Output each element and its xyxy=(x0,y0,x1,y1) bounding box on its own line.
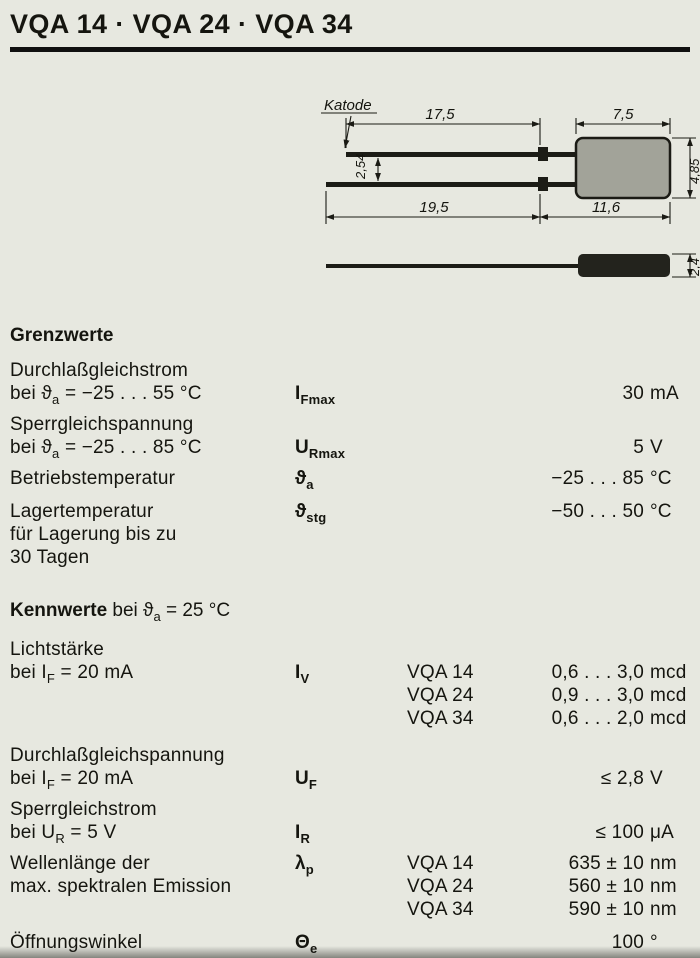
param-line: Durchlaßgleichstrom xyxy=(10,360,189,381)
symbol: ϑstg xyxy=(295,501,327,525)
symbol: IFmax xyxy=(295,383,336,407)
dim-2-4-label: 2,4 xyxy=(687,258,700,277)
param-condition: bei ϑa = −25 . . . 85 °C xyxy=(10,437,202,461)
dim-11-6-label: 11,6 xyxy=(592,199,621,216)
param-condition: bei ϑa = −25 . . . 55 °C xyxy=(10,383,202,407)
anode-lead-kink xyxy=(538,177,548,191)
table-row-sperrgleichspannung: Sperrgleichspannung bei ϑa = −25 . . . 8… xyxy=(10,413,690,461)
side-lead xyxy=(326,264,578,268)
param-condition: bei IF = 20 mA xyxy=(10,768,134,792)
grenzwerte-heading: Grenzwerte xyxy=(10,325,114,346)
param-name: Wellenlänge der max. spektralen Emission xyxy=(10,852,295,921)
table-row-durchlassgleichstrom: Durchlaßgleichstrom bei ϑa = −25 . . . 5… xyxy=(10,359,690,407)
dim-7-5-label: 7,5 xyxy=(613,106,635,123)
symbol: IV xyxy=(295,662,310,686)
title-rule xyxy=(10,47,690,52)
param-name: Lagertemperatur für Lagerung bis zu 30 T… xyxy=(10,500,295,569)
katode-label: Katode xyxy=(324,97,372,114)
param-condition: bei IF = 20 mA xyxy=(10,662,134,686)
led-body-front xyxy=(574,136,672,200)
value: −25 . . . 85°C xyxy=(551,468,672,489)
param-line: Lagertemperatur xyxy=(10,501,154,522)
kennwerte-heading: Kennwerte bei ϑa = 25 °C xyxy=(10,600,231,624)
front-view: Katode 17,5 7,5 2,54 xyxy=(321,97,700,224)
package-drawing: Katode 17,5 7,5 2,54 xyxy=(10,84,700,296)
cathode-lead xyxy=(346,152,540,157)
param-line: Sperrgleichstrom xyxy=(10,799,157,820)
symbol: URmax xyxy=(295,437,346,461)
param-name: Durchlaßgleichstrom bei ϑa = −25 . . . 5… xyxy=(10,359,295,407)
kennwerte-section: Kennwerte bei ϑa = 25 °C Lichtstärke bei… xyxy=(10,599,690,955)
param-name: Lichtstärke bei IF = 20 mA xyxy=(10,638,295,730)
param-name: Betriebstemperatur xyxy=(10,467,295,490)
table-row-lagertemperatur: Lagertemperatur für Lagerung bis zu 30 T… xyxy=(10,500,690,569)
dim-4-85-label: 4,85 xyxy=(687,158,700,184)
param-line: Lichtstärke xyxy=(10,639,105,660)
symbol: UF xyxy=(295,768,318,792)
param-condition: bei UR = 5 V xyxy=(10,822,117,846)
table-row-betriebstemperatur: Betriebstemperatur ϑa −25 . . . 85°C xyxy=(10,467,690,492)
led-body-side xyxy=(578,254,670,277)
dim-17-5-label: 17,5 xyxy=(425,106,455,123)
dim-2-54-label: 2,54 xyxy=(353,154,368,180)
page-title: VQA 14 · VQA 24 · VQA 34 xyxy=(10,9,353,39)
param-line: max. spektralen Emission xyxy=(10,876,232,897)
value: −50 . . . 50°C xyxy=(551,501,672,522)
param-line: 30 Tagen xyxy=(10,547,90,568)
param-line: für Lagerung bis zu xyxy=(10,524,177,545)
cathode-lead-kink xyxy=(538,147,548,161)
param-line: Sperrgleichspannung xyxy=(10,414,194,435)
symbol: IR xyxy=(295,822,311,846)
table-row-durchlassgleichspannung: Durchlaßgleichspannung bei IF = 20 mA UF… xyxy=(10,744,690,792)
param-line: Wellenlänge der xyxy=(10,853,150,874)
grenzwerte-section: Grenzwerte Durchlaßgleichstrom bei ϑa = … xyxy=(10,324,690,569)
param-name: Durchlaßgleichspannung bei IF = 20 mA xyxy=(10,744,295,792)
package-drawing-svg: Katode 17,5 7,5 2,54 xyxy=(321,97,700,278)
param-line: Betriebstemperatur xyxy=(10,468,176,489)
dim-19-5-label: 19,5 xyxy=(419,199,449,216)
param-line: Durchlaßgleichspannung xyxy=(10,745,225,766)
table-row-wellenlaenge: Wellenlänge der max. spektralen Emission… xyxy=(10,852,690,921)
symbol: ϑa xyxy=(295,468,314,492)
anode-lead xyxy=(326,182,540,187)
symbol: λp xyxy=(295,853,314,877)
param-name: Sperrgleichspannung bei ϑa = −25 . . . 8… xyxy=(10,413,295,461)
param-name: Sperrgleichstrom bei UR = 5 V xyxy=(10,798,295,846)
side-view: 2,4 xyxy=(326,253,700,278)
scan-edge-artifact xyxy=(0,946,700,958)
